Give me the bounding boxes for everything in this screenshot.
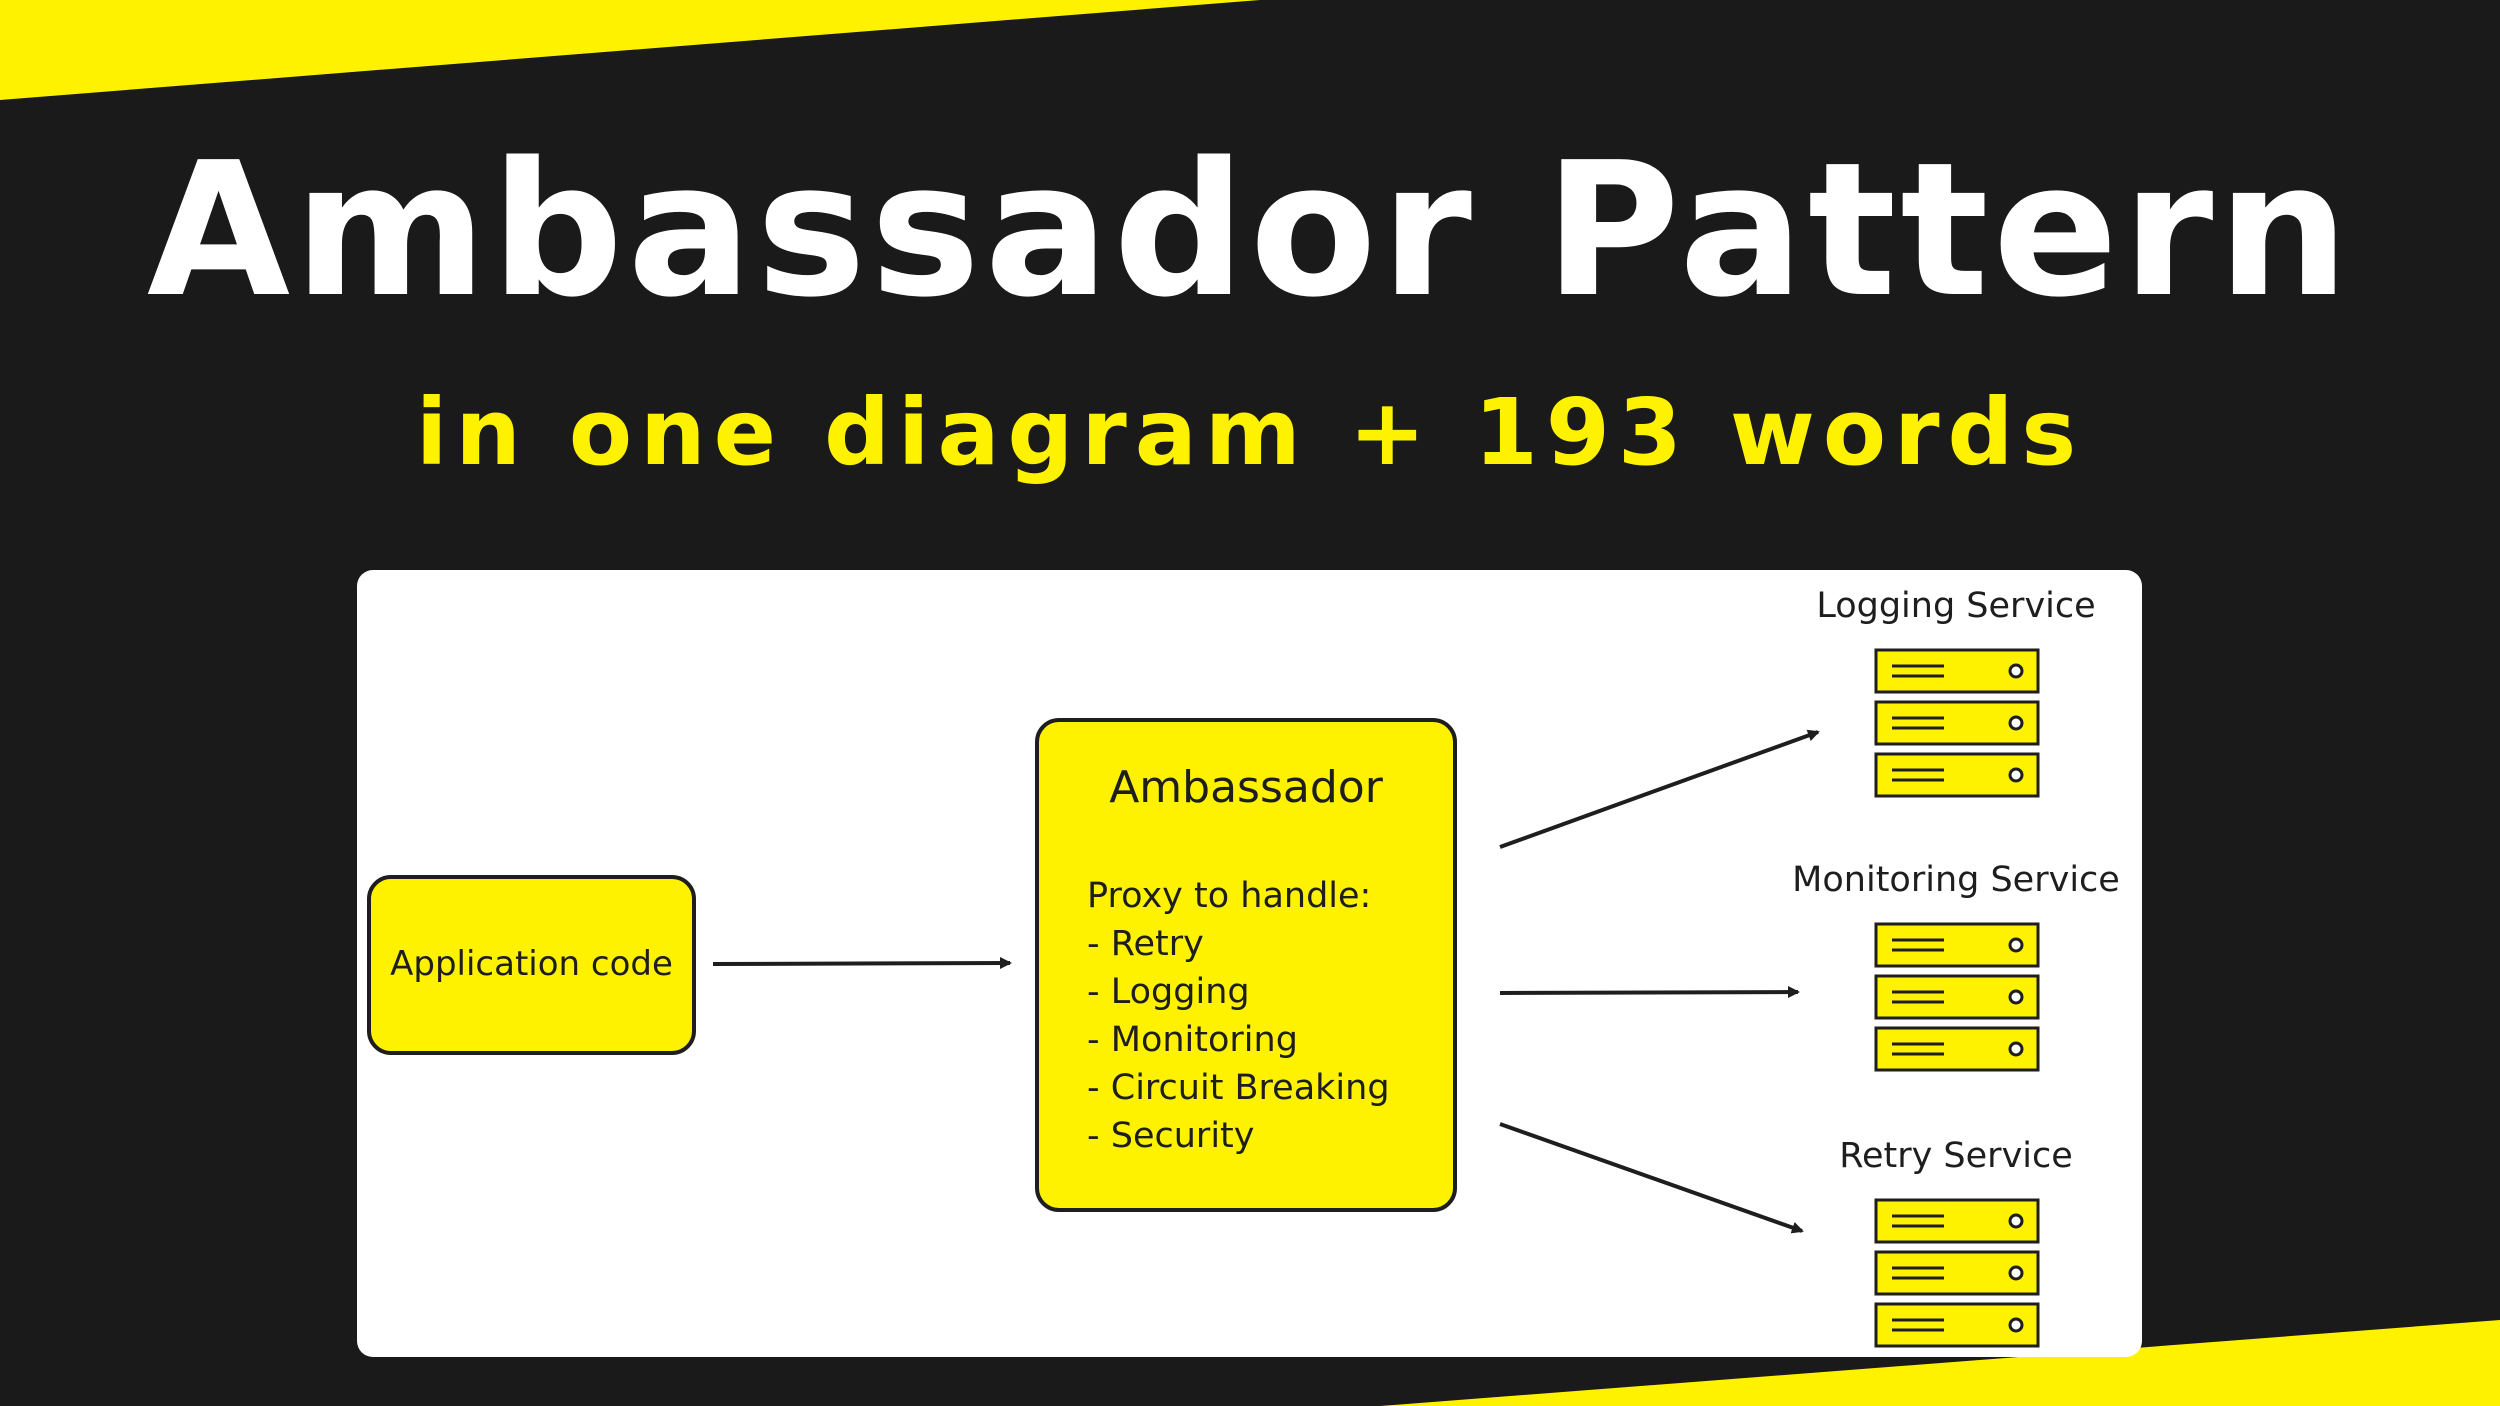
ambassador-item-circuit-breaking: - Circuit Breaking	[1087, 1068, 1390, 1108]
monitoring-server-icon	[1874, 922, 2040, 1072]
page-title: Ambassador Pattern	[146, 122, 2354, 338]
application-code-label: Application code	[390, 944, 673, 984]
logging-service-label: Logging Service	[1816, 586, 2096, 626]
ambassador-item-monitoring: - Monitoring	[1087, 1020, 1298, 1060]
top-yellow-stripe	[0, 0, 1260, 100]
bottom-yellow-stripe	[1380, 1320, 2500, 1406]
page-subtitle: in one diagram + 193 words	[415, 379, 2085, 486]
ambassador-responsibilities: Proxy to handle: - Retry - Logging - Mon…	[1087, 872, 1390, 1160]
retry-service-label: Retry Service	[1839, 1136, 2073, 1176]
ambassador-item-logging: - Logging	[1087, 972, 1250, 1012]
ambassador-title: Ambassador	[1109, 762, 1383, 813]
ambassador-intro: Proxy to handle:	[1087, 876, 1372, 916]
ambassador-item-security: - Security	[1087, 1116, 1255, 1156]
retry-server-icon	[1874, 1198, 2040, 1348]
ambassador-box: Ambassador Proxy to handle: - Retry - Lo…	[1035, 718, 1457, 1212]
ambassador-item-retry: - Retry	[1087, 924, 1204, 964]
application-code-box: Application code	[367, 875, 696, 1055]
monitoring-service-label: Monitoring Service	[1792, 860, 2120, 900]
logging-server-icon	[1874, 648, 2040, 798]
